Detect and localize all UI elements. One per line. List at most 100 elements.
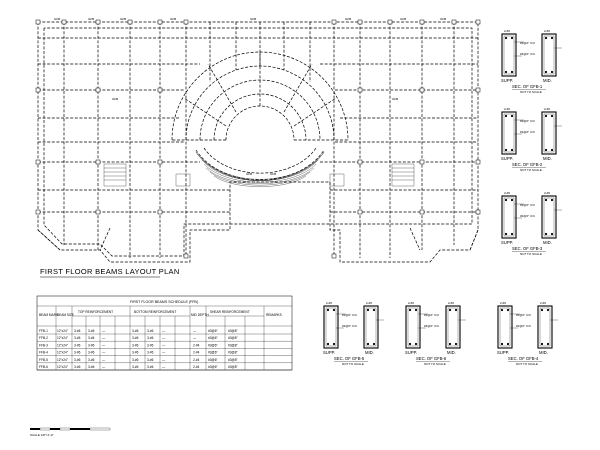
supp-label: SUPP. (501, 78, 513, 83)
table-cell: #3@6" (208, 365, 218, 369)
beam-label: GFB (246, 172, 252, 176)
table-cell: #3@6" (208, 329, 218, 333)
section-outline (445, 305, 461, 349)
table-cell: #3@6" (208, 336, 218, 340)
rebar (372, 342, 376, 346)
mid-label: MID. (365, 350, 374, 355)
table-cell: 12"x24" (57, 343, 68, 347)
rebar (546, 308, 550, 312)
stirrup (543, 197, 555, 237)
rebar (504, 70, 508, 74)
rebar (448, 342, 452, 346)
bars-label: 2-#6 (366, 301, 372, 305)
rebar (504, 232, 508, 236)
beam-label: GFB (400, 17, 406, 21)
table-cell: 3-#6 (74, 365, 81, 369)
section-outline (405, 305, 421, 349)
bars-label: 2-#6 (408, 301, 414, 305)
rebar (510, 114, 514, 118)
rebar (540, 342, 544, 346)
rebar (372, 308, 376, 312)
table-cell: #3@8" (228, 336, 238, 340)
table-cell: 3-#6 (147, 351, 154, 355)
scale-note: NOT TO SCALE (520, 168, 542, 172)
table-cell: #3@6" (208, 343, 218, 347)
section-outline (501, 195, 517, 239)
table-cell: #3@8" (228, 365, 238, 369)
table-cell: 3-#6 (88, 365, 95, 369)
mid-label: MID. (543, 240, 552, 245)
scale-note: NOT TO SCALE (424, 362, 446, 366)
stirrup (365, 307, 377, 347)
rebar (510, 70, 514, 74)
mid-label: MID. (543, 156, 552, 161)
supp-label: SUPP. (405, 350, 417, 355)
beam-label: GFB (440, 17, 446, 21)
floor-plan: GFB GFB GFB GFB GFB GFB GFB GFB GFB GFB … (35, 17, 481, 263)
scale-note: NOT TO SCALE (520, 90, 542, 94)
ties-label: #3@6" C/C (520, 203, 536, 207)
table-cell: 3-#6 (88, 358, 95, 362)
section-title: SEC. OF GFB-1 (512, 84, 543, 89)
supp-label: SUPP. (323, 350, 335, 355)
beam-labels: GFB GFB GFB GFB GFB GFB GFB GFB GFB GFB … (54, 17, 446, 176)
header-top: TOP REINFORCEMENT (78, 310, 113, 314)
table-cell: 3-#6 (147, 336, 154, 340)
table-cell: — (162, 329, 166, 333)
bars-label: 2-#6 (544, 191, 550, 195)
scale-note: NOT TO SCALE (520, 252, 542, 256)
table-cell: FFB-6 (39, 365, 48, 369)
rebar (544, 148, 548, 152)
mid-label: MID. (447, 350, 456, 355)
table-cell: — (162, 351, 166, 355)
section-outline (363, 305, 379, 349)
table-cell: 3-#6 (132, 329, 139, 333)
beam-label: GFB (112, 97, 118, 101)
beam-label: GFB (392, 97, 398, 101)
table-cell: 3-#6 (147, 329, 154, 333)
beam-label: GFB (250, 17, 256, 21)
table-cell: 12"x24" (57, 329, 68, 333)
rebar (550, 148, 554, 152)
table-cell: — (162, 365, 166, 369)
section-outline (501, 111, 517, 155)
ties-label: #3@6" C/C (342, 324, 358, 328)
table-cell: 12"x24" (57, 336, 68, 340)
table-cell: 2-#4 (193, 365, 200, 369)
header-bottom: BOTTOM REINFORCEMENT (134, 310, 176, 314)
rebar (448, 308, 452, 312)
rebar (506, 308, 510, 312)
section-title: SEC. OF GFB-5 (334, 356, 365, 361)
section-outline (537, 305, 553, 349)
table-cell: — (162, 358, 166, 362)
rebar (546, 342, 550, 346)
header-mid-depth: MID DEPTH (191, 313, 209, 317)
columns (35, 19, 481, 259)
beam-label: GFB (170, 17, 176, 21)
rebar (414, 308, 418, 312)
ties-label: #3@6" C/C (342, 313, 358, 317)
beam-label: GFB (120, 17, 126, 21)
bars-label: 2-#6 (326, 301, 332, 305)
table-cell: FFB-4 (39, 351, 48, 355)
ties-label: #3@6" C/C (520, 119, 536, 123)
supp-label: SUPP. (497, 350, 509, 355)
ties-label: #3@6" C/C (520, 214, 536, 218)
bars-label: 2-#6 (504, 191, 510, 195)
ties-label: #3@6" C/C (520, 130, 536, 134)
beam-label: GFB (88, 17, 94, 21)
table-cell: 2-#4 (193, 358, 200, 362)
table-cell: 12"x24" (57, 351, 68, 355)
table-cell: 3-#6 (147, 365, 154, 369)
table-cell: — (162, 336, 166, 340)
section-outline (497, 305, 513, 349)
section-title: SEC. OF GFB-3 (512, 246, 543, 251)
table-cell: FFB-2 (39, 336, 48, 340)
